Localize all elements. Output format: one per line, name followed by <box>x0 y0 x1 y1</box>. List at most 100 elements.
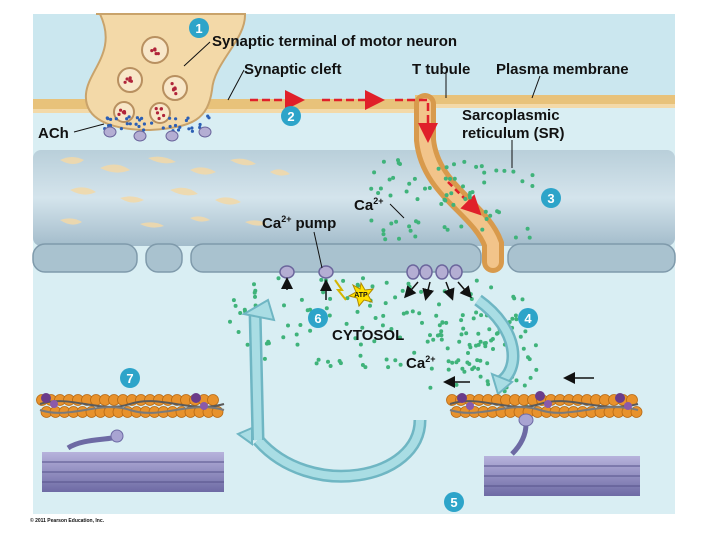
calcium-ion-dot <box>527 357 532 362</box>
calcium-ion-dot <box>525 226 530 231</box>
label-plasma-membrane: Plasma membrane <box>496 61 629 78</box>
calcium-ion-dot <box>431 337 436 342</box>
calcium-ion-dot <box>483 344 488 349</box>
vesicle-content-dot <box>170 82 174 86</box>
calcium-ion-dot <box>281 335 286 340</box>
calcium-ion-dot <box>439 329 444 334</box>
calcium-ion-dot <box>393 358 398 363</box>
calcium-ion-dot <box>520 297 525 302</box>
calcium-ion-dot <box>337 359 342 363</box>
calcium-ion-dot <box>314 361 319 366</box>
svg-text:6: 6 <box>314 311 321 326</box>
calcium-ion-dot <box>474 164 479 169</box>
calcium-ion-dot <box>360 325 365 330</box>
synaptic-terminal <box>84 13 247 132</box>
calcium-ion-dot <box>389 327 394 331</box>
calcium-ion-dot <box>478 358 483 363</box>
calcium-ion-dot <box>460 366 465 371</box>
ach-molecule-dot <box>174 117 178 121</box>
calcium-ion-dot <box>448 176 452 181</box>
calcium-ion-dot <box>370 284 375 289</box>
calcium-ion-dot <box>530 184 535 188</box>
myosin-head-left <box>66 429 124 451</box>
calcium-ion-dot <box>480 227 485 232</box>
label-ca-pump: Ca2+pump <box>262 214 336 232</box>
calcium-ion-dot <box>384 280 389 285</box>
vesicle-content-dot <box>129 79 133 83</box>
calcium-ion-dot <box>373 316 378 320</box>
ach-molecule-dot <box>135 116 139 120</box>
calcium-ion-dot <box>444 165 449 170</box>
ach-molecule-dot <box>134 122 138 126</box>
calcium-ion-dot <box>436 166 441 171</box>
calcium-ion-dot <box>478 374 483 379</box>
ach-molecule-dot <box>173 123 178 128</box>
calcium-ion-dot <box>414 219 418 224</box>
calcium-ion-dot <box>474 310 479 315</box>
myosin-head-right <box>510 413 534 456</box>
vesicle-content-dot <box>159 107 163 111</box>
calcium-ion-dot <box>488 213 493 218</box>
calcium-ion-dot <box>406 281 411 286</box>
calcium-ion-dot <box>449 191 454 196</box>
ach-receptors <box>103 126 212 142</box>
copyright-text: © 2011 Pearson Education, Inc. <box>30 517 105 524</box>
calcium-ion-dot <box>443 176 448 181</box>
vesicle-content-dot <box>150 49 154 53</box>
calcium-ion-dot <box>521 346 526 351</box>
ach-molecule-dot <box>109 117 113 121</box>
action-potential-arrows <box>250 90 482 216</box>
calcium-ion-dot <box>383 301 388 306</box>
calcium-ion-dot <box>327 313 332 318</box>
calcium-ion-dot <box>381 232 386 237</box>
calcium-ion-dot <box>452 162 456 167</box>
sarcoplasmic-reticulum <box>33 150 675 246</box>
calcium-ion-dot <box>358 353 363 358</box>
calcium-ion-dot <box>530 173 535 178</box>
label-sr-line1: Sarcoplasmic <box>462 107 560 124</box>
calcium-ion-dot <box>475 358 480 363</box>
calcium-ion-dot <box>457 339 462 344</box>
vesicle-content-dot <box>117 112 121 116</box>
calcium-ion-dot <box>438 332 443 337</box>
calcium-ion-dot <box>440 320 445 325</box>
atp-label: ATP <box>354 292 368 299</box>
ach-molecule-dot <box>161 126 165 130</box>
calcium-ion-dot <box>355 309 360 314</box>
label-sr-line2: reticulum (SR) <box>462 125 565 142</box>
calcium-ion-dot <box>489 338 494 343</box>
calcium-ion-dot <box>514 378 519 383</box>
calcium-ion-dot <box>407 181 412 186</box>
calcium-ion-dot <box>323 278 328 283</box>
calcium-ion-dot <box>368 303 372 308</box>
calcium-ion-dot <box>483 209 488 214</box>
calcium-ion-dot <box>502 168 507 173</box>
calcium-ion-dot <box>319 277 324 282</box>
calcium-ion-dot <box>391 175 396 180</box>
calcium-ion-dot <box>381 228 386 233</box>
calcium-ion-dot <box>376 191 381 195</box>
calcium-ion-dot <box>236 330 241 334</box>
step-4-marker: 4 <box>518 308 538 328</box>
calcium-ion-dot <box>353 336 358 341</box>
calcium-ion-dot <box>400 288 405 293</box>
calcium-ion-dot <box>321 290 326 295</box>
calcium-ion-dot <box>476 331 481 336</box>
calcium-ion-dot <box>328 364 333 368</box>
calcium-ion-dot <box>466 351 470 355</box>
calcium-ion-dot <box>238 311 243 315</box>
svg-text:4: 4 <box>524 311 532 326</box>
calcium-ion-dot <box>358 342 363 347</box>
calcium-ion-dot <box>495 331 500 336</box>
calcium-ion-dot <box>454 360 459 365</box>
thin-filament-right <box>446 391 643 418</box>
step-6-marker: 6 <box>308 308 328 328</box>
calcium-ion-dot <box>294 332 299 337</box>
calcium-ion-dot <box>471 316 476 321</box>
calcium-ion-dot <box>253 288 258 293</box>
calcium-ion-dot <box>423 186 427 191</box>
calcium-ion-dot <box>396 158 400 163</box>
calcium-ion-dot <box>491 347 495 351</box>
ach-molecule-dot <box>137 124 141 129</box>
step-2-marker: 2 <box>281 106 301 126</box>
